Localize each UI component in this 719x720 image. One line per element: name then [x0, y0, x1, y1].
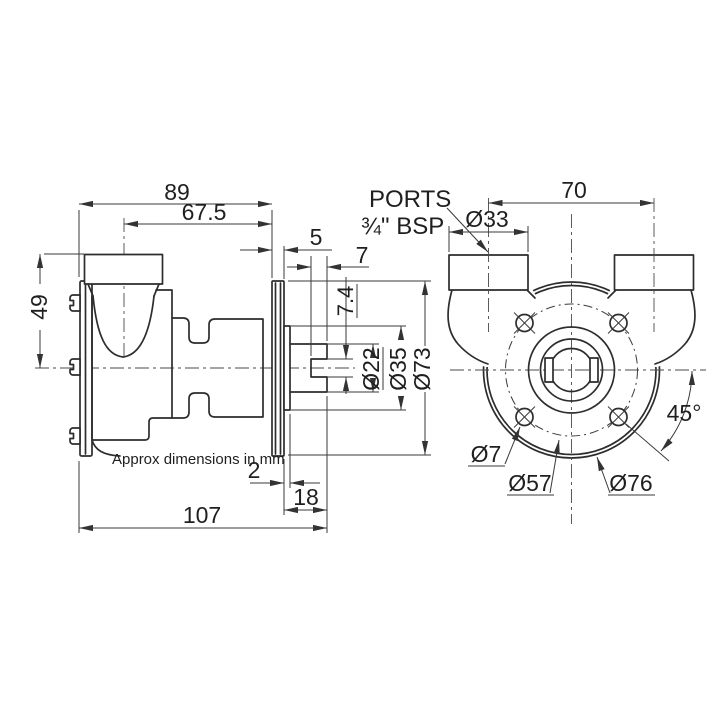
side-port-cap: [83, 253, 164, 285]
mounting-tab-top: [69, 294, 81, 312]
ports-label-line2: ¾" BSP: [361, 213, 444, 240]
dim-2: 2: [248, 457, 261, 483]
left-port-body-fill: [443, 287, 539, 367]
leader-dia57: [549, 439, 560, 494]
dim-7: 7: [356, 242, 369, 268]
mounting-tab-middle: [69, 358, 81, 376]
bolt-circle-dashed: [505, 303, 638, 437]
shaft-slot-right: [589, 357, 599, 383]
right-port-flare-inner: [607, 289, 617, 299]
dim-7-4: 7.4: [333, 286, 358, 317]
front-view: PORTS ¾" BSP 70 Ø33 45° Ø7 Ø57 Ø76: [361, 177, 706, 524]
angle-45-radial-line: [625, 423, 670, 462]
ports-label-line1: PORTS: [369, 186, 451, 213]
dim-dia-33: Ø33: [465, 206, 508, 232]
shaft-boss-disc: [283, 325, 291, 411]
dim-dia-7: Ø7: [471, 441, 502, 467]
left-port-flare-outer: [447, 289, 489, 365]
drive-shaft-with-slot: [289, 343, 328, 393]
bolt-hole-cross-ticks: [513, 312, 630, 428]
hub-boss-circle: [527, 326, 616, 414]
dim-89: 89: [164, 179, 190, 205]
dim-107: 107: [183, 502, 221, 528]
angle-45: 45°: [667, 400, 702, 426]
dim-dia-57: Ø57: [508, 470, 551, 496]
shaft-slot-left: [544, 357, 554, 383]
leader-dia76: [596, 456, 611, 494]
leader-dia7: [504, 426, 521, 465]
right-port-flare-outer: [654, 289, 696, 365]
dimensions-note: Approx dimensions in mm: [112, 451, 285, 468]
pump-body-outline: [91, 289, 173, 441]
dim-67-5: 67.5: [182, 199, 227, 225]
bearing-housing-profile: [171, 317, 264, 419]
dim-5: 5: [310, 224, 323, 250]
dim-49: 49: [26, 294, 52, 320]
side-port-taper-right: [153, 283, 160, 297]
pump-body-foot: [91, 439, 121, 457]
dim-70: 70: [561, 177, 587, 203]
dim-dia-76: Ø76: [609, 470, 652, 496]
hub-sleeve-circle: [539, 338, 604, 402]
dim-dia-73: Ø73: [409, 347, 435, 390]
dim-18: 18: [293, 484, 319, 510]
left-port-flare-inner: [526, 289, 536, 299]
impeller-cavity-curve: [92, 295, 155, 358]
mounting-tab-bottom: [69, 427, 81, 445]
bolt-holes: [513, 312, 630, 428]
dim-dia-35: Ø35: [385, 347, 411, 390]
right-port-body-fill: [604, 287, 700, 367]
side-port-taper-left: [87, 283, 94, 297]
side-view: 89 67.5 5 7 7.4 Ø22 Ø35: [26, 179, 435, 533]
dim-dia-22: Ø22: [358, 347, 384, 390]
angle-45-arc: [660, 370, 695, 452]
shaft-flange-plate: [271, 280, 285, 457]
